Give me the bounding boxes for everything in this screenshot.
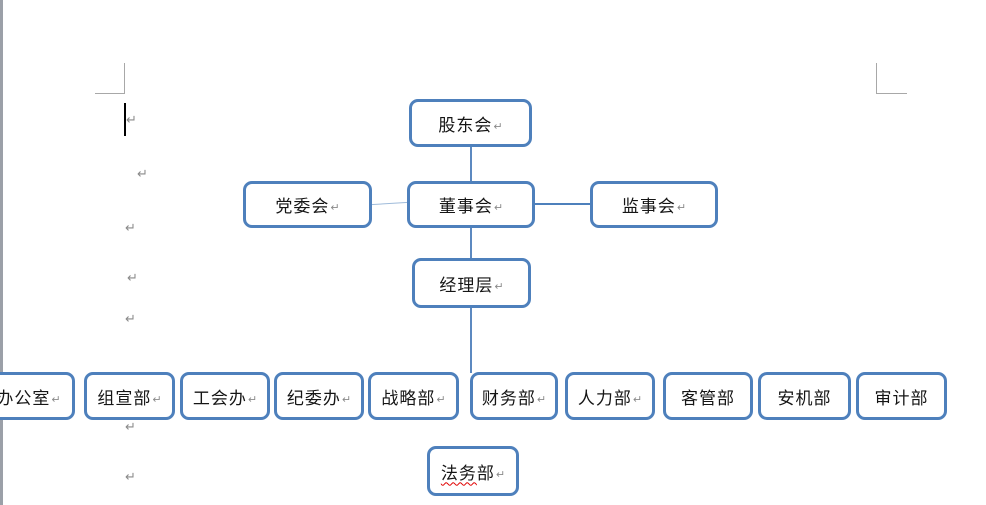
org-node-label: 客管部 (681, 388, 735, 408)
paragraph-return-mark: ↵ (126, 113, 137, 128)
org-node-label: 办公室 (0, 388, 51, 408)
org-node-label: 战略部 (381, 388, 436, 408)
org-node-party-committee[interactable]: 党委会↵ (243, 181, 372, 228)
org-node-management-level[interactable]: 经理层↵ (412, 258, 531, 308)
return-mark: ↵ (676, 201, 687, 214)
org-node-general-office[interactable]: 办公室↵ (0, 372, 75, 420)
org-node-label-rest: 部 (476, 463, 495, 483)
text-cursor (124, 103, 126, 136)
return-mark: ↵ (341, 392, 352, 406)
return-mark: ↵ (493, 201, 504, 214)
return-mark: ↵ (330, 201, 340, 214)
org-node-customer-mgmt-dept[interactable]: 客管部 (663, 372, 753, 420)
org-node-label: 安机部 (777, 388, 832, 408)
paragraph-return-mark: ↵ (125, 221, 136, 236)
org-node-finance-dept[interactable]: 财务部↵ (470, 372, 558, 420)
org-node-board-of-directors[interactable]: 董事会↵ (407, 181, 535, 228)
org-node-label: 监事会 (621, 197, 676, 216)
page-margin-corner-top-right (876, 93, 907, 94)
org-node-shareholders-meeting[interactable]: 股东会↵ (409, 99, 532, 147)
org-node-label: 纪委办 (286, 388, 341, 408)
org-node-label: 组宣部 (97, 388, 152, 408)
org-node-hr-dept[interactable]: 人力部↵ (565, 372, 655, 420)
return-mark: ↵ (494, 279, 504, 293)
org-node-label: 董事会 (438, 197, 493, 216)
connector-shareholders-board (470, 147, 472, 182)
org-node-label: 财务部 (481, 388, 536, 408)
org-node-label: 股东会 (438, 115, 493, 135)
org-node-org-publicity-dept[interactable]: 组宣部↵ (84, 372, 175, 420)
paragraph-return-mark: ↵ (127, 271, 138, 286)
org-node-discipline-office[interactable]: 纪委办↵ (274, 372, 364, 420)
connector-board-management (470, 227, 472, 259)
org-node-label: 法务部 (441, 459, 495, 484)
connector-management-departments (470, 307, 472, 373)
return-mark: ↵ (436, 392, 446, 406)
org-node-label: 审计部 (874, 388, 929, 408)
org-node-label: 经理层 (439, 275, 494, 295)
paragraph-return-mark: ↵ (125, 470, 136, 485)
org-node-supervisory-board[interactable]: 监事会↵ (590, 181, 718, 228)
return-mark: ↵ (152, 392, 162, 406)
org-node-label: 工会办 (192, 388, 247, 408)
org-node-legal-dept[interactable]: 法务部↵ (427, 446, 519, 496)
connector-party-board (371, 201, 408, 206)
connector-board-supervisory (534, 203, 591, 205)
return-mark: ↵ (536, 392, 547, 406)
paragraph-return-mark: ↵ (125, 420, 136, 435)
return-mark: ↵ (632, 392, 643, 406)
window-left-edge (0, 0, 3, 505)
return-mark: ↵ (247, 392, 258, 406)
org-node-label: 党委会 (275, 197, 330, 216)
org-node-security-machinery-dept[interactable]: 安机部 (758, 372, 851, 420)
org-node-audit-dept[interactable]: 审计部 (856, 372, 947, 420)
paragraph-return-mark: ↵ (137, 167, 148, 182)
page-margin-corner-top-left (124, 63, 125, 94)
org-node-strategy-dept[interactable]: 战略部↵ (368, 372, 459, 420)
spellcheck-underline-text: 法务 (440, 463, 477, 483)
paragraph-return-mark: ↵ (125, 312, 136, 327)
org-node-label: 人力部 (577, 388, 632, 408)
page-margin-corner-top-left (95, 93, 125, 94)
org-node-labor-union-office[interactable]: 工会办↵ (180, 372, 270, 420)
return-mark: ↵ (495, 467, 506, 481)
return-mark: ↵ (493, 119, 503, 133)
page-margin-corner-top-right (876, 63, 877, 94)
return-mark: ↵ (51, 392, 61, 406)
